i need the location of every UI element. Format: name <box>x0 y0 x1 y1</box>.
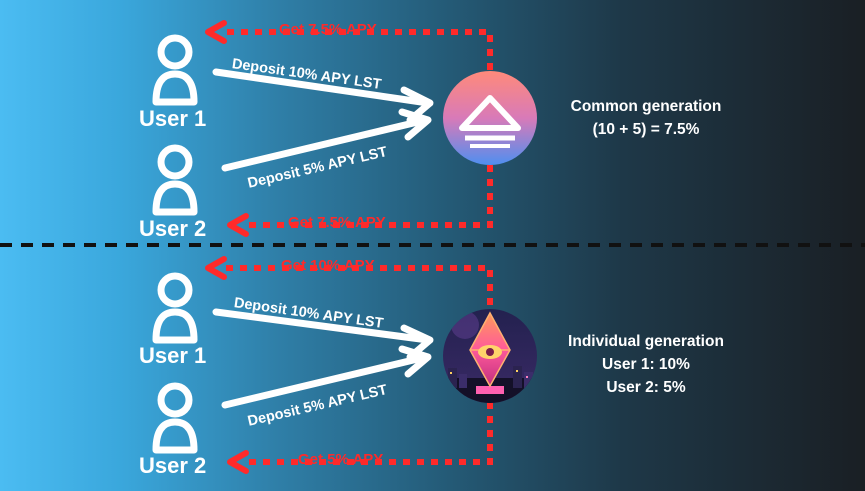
description-line: User 2: 5% <box>606 379 686 396</box>
return-path <box>244 402 493 465</box>
return-arrowhead <box>227 450 249 474</box>
common-generation-logo <box>443 71 537 165</box>
user-icon <box>152 144 198 216</box>
return-label: Get 5% APY <box>298 451 384 468</box>
deposit-arrow <box>221 345 432 409</box>
return-label: Get 10% APY <box>281 257 375 274</box>
user-1-label: User 1 <box>139 343 207 368</box>
return-path <box>222 265 493 305</box>
return-arrowhead <box>227 213 249 237</box>
user-1-label: User 1 <box>139 106 207 131</box>
individual-generation-logo <box>443 309 537 403</box>
return-arrowhead <box>205 256 227 280</box>
description-title: Individual generation <box>568 333 724 350</box>
description-line: User 1: 10% <box>602 356 690 373</box>
user-icon <box>152 34 198 106</box>
user-icon <box>152 382 198 454</box>
return-label: Get 7.5% APY <box>279 21 377 38</box>
return-arrowhead <box>205 20 227 44</box>
description-line: (10 + 5) = 7.5% <box>592 121 700 138</box>
user-2-label: User 2 <box>139 216 207 241</box>
common-generation-description: Common generation (10 + 5) = 7.5% <box>546 95 746 141</box>
description-title: Common generation <box>570 98 722 115</box>
deposit-arrow <box>221 108 432 172</box>
return-label: Get 7.5% APY <box>288 214 386 231</box>
return-path <box>244 165 493 228</box>
user-icon <box>152 272 198 344</box>
individual-generation-description: Individual generation User 1: 10% User 2… <box>541 330 751 399</box>
return-path <box>222 29 493 70</box>
user-2-label: User 2 <box>139 453 207 478</box>
